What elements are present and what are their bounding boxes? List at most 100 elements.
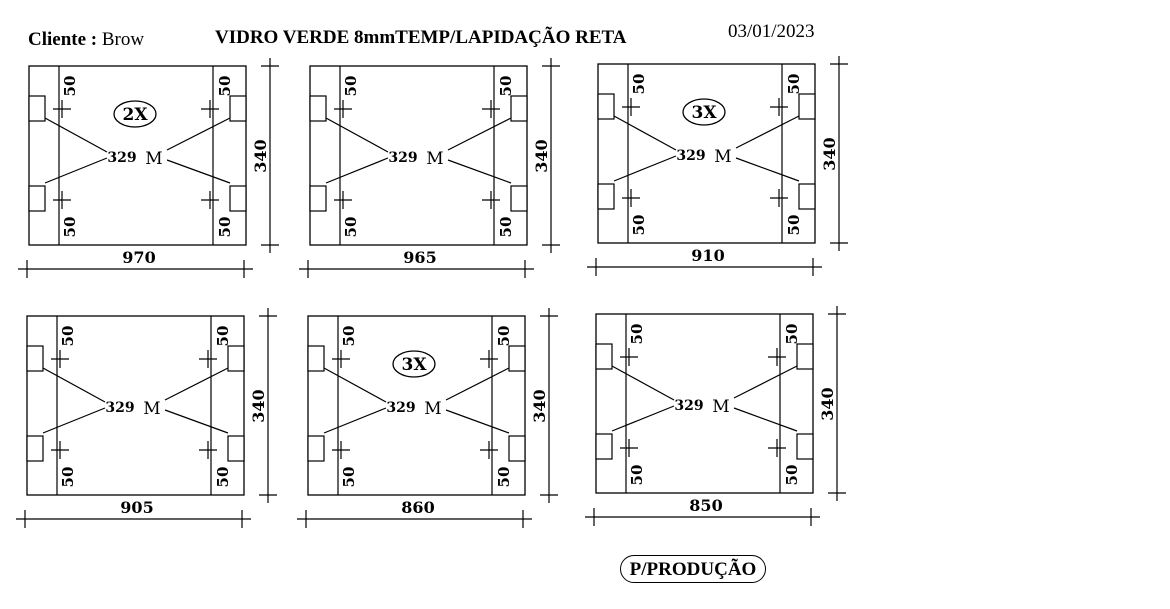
hinge-cutout <box>597 93 615 120</box>
leader-line <box>447 117 512 151</box>
offset-dimension-label: 50 <box>59 467 77 488</box>
leader-line <box>164 409 229 434</box>
offset-dimension-label: 50 <box>59 326 77 347</box>
height-label: 340 <box>818 387 837 420</box>
quantity-label: 2X <box>122 105 148 125</box>
center-dimension-label: 329 <box>105 400 134 416</box>
leader-line <box>611 365 675 401</box>
leader-line <box>323 367 387 403</box>
hinge-cutout <box>227 435 245 462</box>
hinge-cutout <box>309 95 327 122</box>
hinge-cutout <box>798 93 816 120</box>
hinge-cutout <box>595 433 613 460</box>
hinge-cutout <box>28 185 46 212</box>
hinge-cutout <box>307 435 325 462</box>
hinge-cutout <box>796 433 814 460</box>
offset-dimension-label: 50 <box>216 76 234 97</box>
leader-line <box>44 117 108 153</box>
hinge-cutout <box>798 183 816 210</box>
glass-outline <box>28 65 247 246</box>
glass-outline <box>597 63 816 244</box>
leader-line <box>613 115 677 151</box>
width-label: 860 <box>401 498 434 517</box>
center-dimension-label: 329 <box>674 398 703 414</box>
client-label: Cliente : <box>28 29 98 50</box>
offset-dimension-label: 50 <box>61 76 79 97</box>
width-label: 850 <box>689 496 722 515</box>
offset-dimension-label: 50 <box>340 326 358 347</box>
leader-line <box>611 405 675 432</box>
hinge-cutout <box>309 185 327 212</box>
client-field: Cliente : Brow <box>28 29 144 51</box>
offset-dimension-label: 50 <box>495 326 513 347</box>
hinge-cutout <box>595 343 613 370</box>
center-mark-label: M <box>143 399 160 419</box>
leader-line <box>166 117 231 151</box>
leader-line <box>323 407 387 434</box>
center-mark-label: M <box>145 149 162 169</box>
leader-line <box>164 367 229 401</box>
hinge-cutout <box>510 185 528 212</box>
glass-outline <box>309 65 528 246</box>
client-name: Brow <box>101 29 145 50</box>
offset-dimension-label: 50 <box>497 76 515 97</box>
leader-line <box>42 367 106 403</box>
width-label: 965 <box>403 248 436 267</box>
hinge-cutout <box>307 345 325 372</box>
hinge-cutout <box>26 345 44 372</box>
height-label: 340 <box>820 137 839 170</box>
offset-dimension-label: 50 <box>214 326 232 347</box>
order-date: 03/01/2023 <box>728 21 815 42</box>
height-label: 340 <box>532 139 551 172</box>
offset-dimension-label: 50 <box>628 324 646 345</box>
quantity-ellipse <box>392 350 436 378</box>
leader-line <box>44 157 108 184</box>
center-mark-label: M <box>426 149 443 169</box>
center-dimension-label: 329 <box>676 148 705 164</box>
height-label: 340 <box>251 139 270 172</box>
offset-dimension-label: 50 <box>630 74 648 95</box>
leader-line <box>325 157 389 184</box>
leader-line <box>733 407 798 432</box>
quantity-ellipse <box>682 98 726 126</box>
offset-dimension-label: 50 <box>785 74 803 95</box>
leader-line <box>42 407 106 434</box>
glass-outline <box>307 315 526 496</box>
hinge-cutout <box>28 95 46 122</box>
quantity-label: 3X <box>691 103 717 123</box>
hinge-cutout <box>508 345 526 372</box>
glass-outline <box>26 315 245 496</box>
center-mark-label: M <box>714 147 731 167</box>
offset-dimension-label: 50 <box>783 324 801 345</box>
center-dimension-label: 329 <box>386 400 415 416</box>
hinge-cutout <box>508 435 526 462</box>
leader-line <box>735 115 800 149</box>
offset-dimension-label: 50 <box>495 467 513 488</box>
offset-dimension-label: 50 <box>628 465 646 486</box>
hinge-cutout <box>510 95 528 122</box>
offset-dimension-label: 50 <box>783 465 801 486</box>
height-label: 340 <box>530 389 549 422</box>
status-badge: P/PRODUÇÃO <box>620 555 766 583</box>
offset-dimension-label: 50 <box>342 217 360 238</box>
offset-dimension-label: 50 <box>342 76 360 97</box>
hinge-cutout <box>227 345 245 372</box>
offset-dimension-label: 50 <box>214 467 232 488</box>
leader-line <box>733 365 798 399</box>
leader-line <box>166 159 231 184</box>
leader-line <box>447 159 512 184</box>
leader-line <box>325 117 389 153</box>
offset-dimension-label: 50 <box>497 217 515 238</box>
leader-line <box>735 157 800 182</box>
height-label: 340 <box>249 389 268 422</box>
offset-dimension-label: 50 <box>630 215 648 236</box>
hinge-cutout <box>229 95 247 122</box>
leader-line <box>445 367 510 401</box>
leader-line <box>613 155 677 182</box>
